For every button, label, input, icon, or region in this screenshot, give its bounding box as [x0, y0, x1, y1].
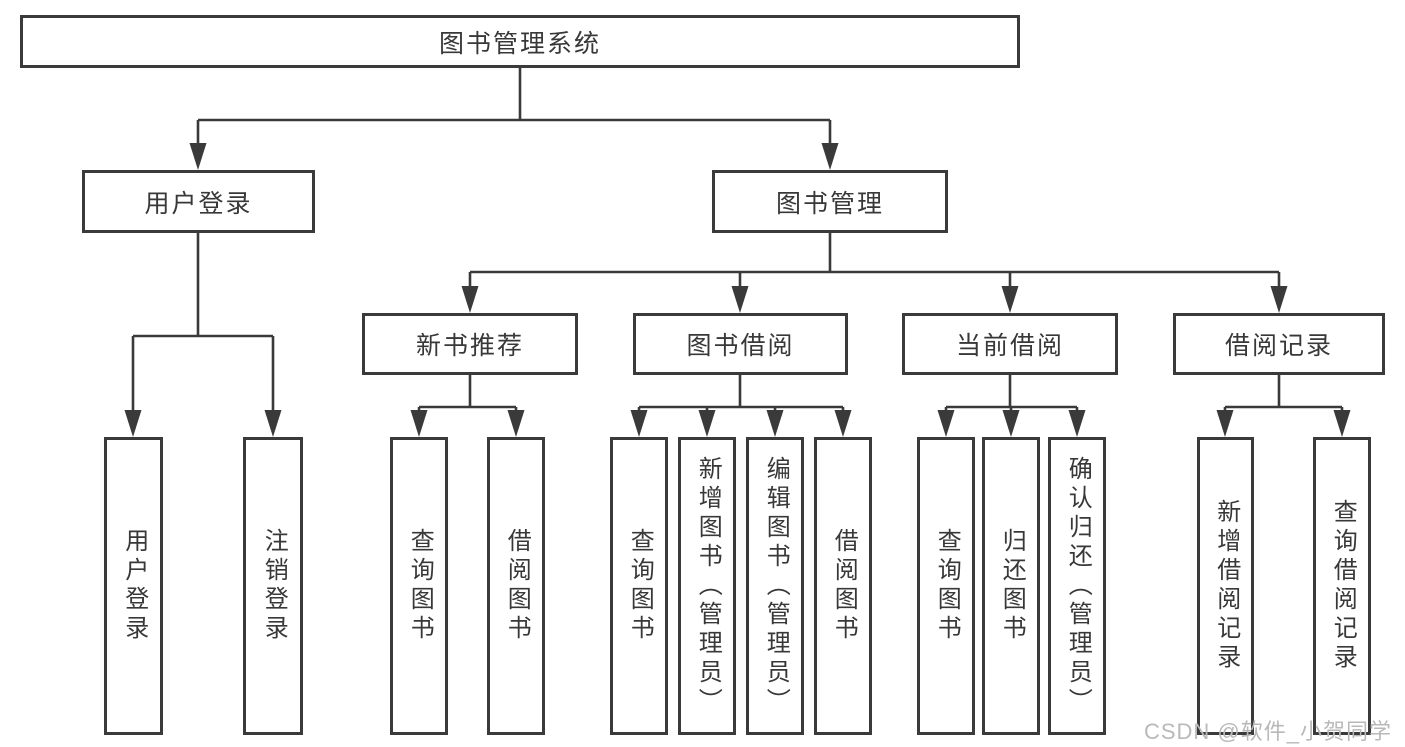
node-new-book-recommend: 新书推荐	[362, 313, 578, 375]
leaf-query-books-borrow-label: 查询图书	[626, 528, 654, 644]
leaf-borrow-books-recommend: 借阅图书	[487, 437, 545, 735]
leaf-query-books-recommend-label: 查询图书	[406, 528, 434, 644]
node-current-borrow: 当前借阅	[902, 313, 1118, 375]
node-book-borrow: 图书借阅	[633, 313, 848, 375]
node-borrow-records: 借阅记录	[1173, 313, 1385, 375]
leaf-add-borrow-record: 新增借阅记录	[1197, 437, 1254, 735]
leaf-query-books-current: 查询图书	[917, 437, 975, 735]
leaf-query-borrow-record-label: 查询借阅记录	[1329, 499, 1357, 673]
leaf-borrow-books: 借阅图书	[814, 437, 872, 735]
leaf-query-books-recommend: 查询图书	[390, 437, 448, 735]
leaf-query-borrow-record: 查询借阅记录	[1313, 437, 1371, 735]
leaf-borrow-books-recommend-label: 借阅图书	[503, 528, 531, 644]
leaf-query-books-borrow: 查询图书	[610, 437, 668, 735]
leaf-edit-books-admin: 编辑图书（管理员）	[746, 437, 804, 735]
leaf-logout: 注销登录	[243, 437, 303, 735]
leaf-borrow-books-label: 借阅图书	[830, 528, 858, 644]
leaf-add-books-admin-label: 新增图书（管理员）	[694, 455, 722, 717]
leaf-logout-label: 注销登录	[260, 528, 288, 644]
leaf-user-login-label: 用户登录	[120, 528, 148, 644]
leaf-query-books-current-label: 查询图书	[933, 528, 961, 644]
leaf-add-borrow-record-label: 新增借阅记录	[1212, 499, 1240, 673]
leaf-confirm-return-admin-label: 确认归还（管理员）	[1064, 455, 1092, 717]
leaf-return-books: 归还图书	[982, 437, 1040, 735]
node-user-login: 用户登录	[82, 170, 315, 233]
leaf-user-login: 用户登录	[104, 437, 163, 735]
leaf-add-books-admin: 新增图书（管理员）	[678, 437, 736, 735]
leaf-return-books-label: 归还图书	[998, 528, 1026, 644]
leaf-confirm-return-admin: 确认归还（管理员）	[1048, 437, 1106, 735]
node-book-management: 图书管理	[712, 170, 948, 233]
leaf-edit-books-admin-label: 编辑图书（管理员）	[762, 455, 790, 717]
csdn-watermark: CSDN @软件_小贺同学	[1143, 719, 1392, 744]
root-box-library-system: 图书管理系统	[20, 15, 1020, 68]
